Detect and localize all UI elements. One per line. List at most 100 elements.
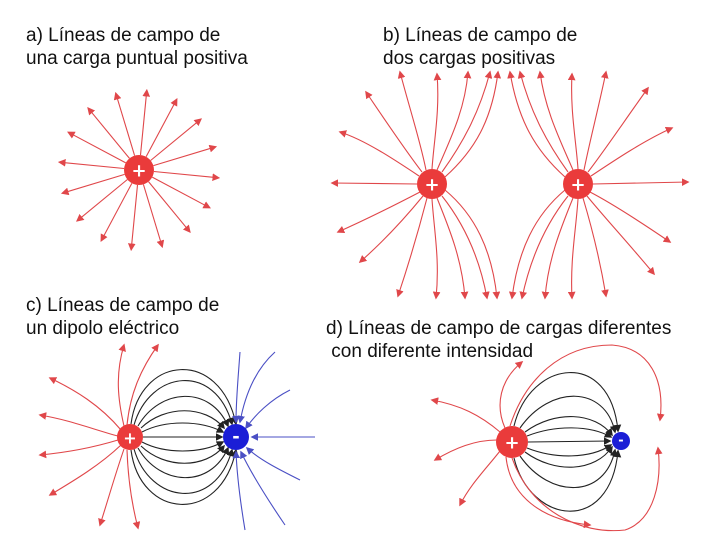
inward-field-line xyxy=(237,351,276,424)
positive-charge-sign: + xyxy=(570,175,585,196)
escaping-field-line xyxy=(505,456,592,529)
repulsive-field-line xyxy=(365,90,423,173)
repulsive-field-line xyxy=(567,72,579,170)
negative-charge-sign: - xyxy=(618,434,623,449)
radial-field-line xyxy=(76,179,128,222)
dipole-field-line xyxy=(130,448,239,505)
radial-field-line xyxy=(148,181,191,233)
dipole-field-line xyxy=(140,444,225,464)
repulsive-field-line xyxy=(507,70,566,178)
caption-b-line-1: b) Líneas de campo de xyxy=(383,25,578,46)
attractive-field-line xyxy=(519,395,618,434)
caption-a-line-1: a) Líneas de campo de xyxy=(26,25,221,46)
dipole-field-line xyxy=(137,395,230,428)
panel-b-right-positive-charge: + xyxy=(563,169,593,199)
inward-field-line xyxy=(232,351,241,424)
repulsive-field-line xyxy=(441,70,493,173)
radial-field-line xyxy=(87,107,130,159)
positive-charge-circle xyxy=(563,169,593,199)
radial-field-line xyxy=(145,98,178,158)
repulsive-field-line xyxy=(592,178,690,186)
caption-b: b) Líneas de campo de dos cargas positiv… xyxy=(383,24,577,70)
caption-a: a) Líneas de campo de una carga puntual … xyxy=(26,24,248,70)
repulsive-field-line xyxy=(508,189,566,300)
repulsive-field-line xyxy=(589,191,672,243)
positive-charge-circle xyxy=(496,426,528,458)
repulsive-field-line xyxy=(358,195,424,264)
dipole-field-line xyxy=(137,446,230,479)
radial-field-line xyxy=(57,158,125,170)
caption-d: d) Líneas de campo de cargas diferentes … xyxy=(326,317,671,363)
dipole-field-line xyxy=(133,448,235,494)
radial-field-line xyxy=(60,173,125,196)
outward-field-line xyxy=(48,377,122,431)
escaping-field-line xyxy=(430,397,501,433)
inward-field-line xyxy=(232,450,246,531)
radial-field-line xyxy=(153,170,221,182)
caption-c-line-1: c) Líneas de campo de xyxy=(26,295,220,316)
positive-charge-sign: + xyxy=(123,429,136,448)
attractive-field-line xyxy=(513,372,622,433)
repulsive-field-line xyxy=(541,197,574,300)
repulsive-field-line xyxy=(336,191,421,234)
positive-charge-circle xyxy=(117,424,143,450)
positive-charge-sign: + xyxy=(504,433,519,454)
escaping-field-line xyxy=(433,439,498,461)
positive-charge-sign: + xyxy=(131,161,146,182)
radial-field-line xyxy=(153,144,218,167)
caption-a-line-2: una carga puntual positiva xyxy=(26,48,248,69)
outward-field-line xyxy=(117,343,126,427)
attractive-field-line xyxy=(524,416,613,437)
dipole-field-line xyxy=(133,380,235,426)
panel-d-unequal-charges: + - xyxy=(430,344,665,532)
escaping-field-line xyxy=(511,446,663,532)
panel-c-field-lines xyxy=(38,343,315,531)
radial-field-line xyxy=(151,176,211,209)
negative-charge-sign: - xyxy=(232,427,239,448)
outward-field-line xyxy=(126,449,141,530)
escaping-field-line xyxy=(459,450,501,507)
repulsive-field-line xyxy=(431,198,441,300)
dipole-field-line xyxy=(140,410,225,430)
repulsive-field-line xyxy=(444,189,501,300)
repulsive-field-line xyxy=(436,70,472,171)
repulsive-field-line xyxy=(519,195,569,300)
panel-a-field-lines xyxy=(57,88,221,252)
repulsive-field-line xyxy=(338,130,420,177)
repulsive-field-line xyxy=(397,70,427,171)
panel-d-field-lines xyxy=(430,344,665,532)
outward-field-line xyxy=(38,412,119,437)
attractive-field-line xyxy=(527,437,612,445)
escaping-field-line xyxy=(509,344,665,427)
negative-charge-circle xyxy=(612,432,630,450)
repulsive-field-line xyxy=(583,70,609,171)
caption-c-line-2: un dipolo eléctrico xyxy=(26,318,180,339)
panel-b-field-lines xyxy=(330,70,690,300)
repulsive-field-line xyxy=(536,70,574,171)
repulsive-field-line xyxy=(436,197,469,300)
radial-field-line xyxy=(113,91,136,156)
repulsive-field-line xyxy=(582,197,609,298)
panel-d-positive-charge: + xyxy=(496,426,528,458)
positive-charge-sign: + xyxy=(424,175,439,196)
radial-field-line xyxy=(142,184,165,249)
radial-field-line xyxy=(100,182,133,242)
panel-c-negative-charge: - xyxy=(223,424,249,450)
caption-d-line-2: con diferente intensidad xyxy=(326,341,534,362)
repulsive-field-line xyxy=(444,70,502,178)
positive-charge-circle xyxy=(417,169,447,199)
repulsive-field-line xyxy=(396,197,428,298)
panel-b-left-positive-charge: + xyxy=(417,169,447,199)
panel-c-electric-dipole: + - xyxy=(38,343,315,531)
panel-a-single-positive-charge: + xyxy=(57,88,221,252)
radial-field-line xyxy=(150,118,202,161)
repulsive-field-line xyxy=(517,70,569,173)
caption-c: c) Líneas de campo de un dipolo eléctric… xyxy=(26,294,219,340)
caption-d-line-1: d) Líneas de campo de cargas diferentes xyxy=(326,318,672,339)
repulsive-field-line xyxy=(590,126,674,177)
repulsive-field-line xyxy=(567,198,579,300)
escaping-field-line xyxy=(499,361,524,429)
panel-d-negative-charge: - xyxy=(612,432,630,450)
radial-field-line xyxy=(127,184,139,252)
